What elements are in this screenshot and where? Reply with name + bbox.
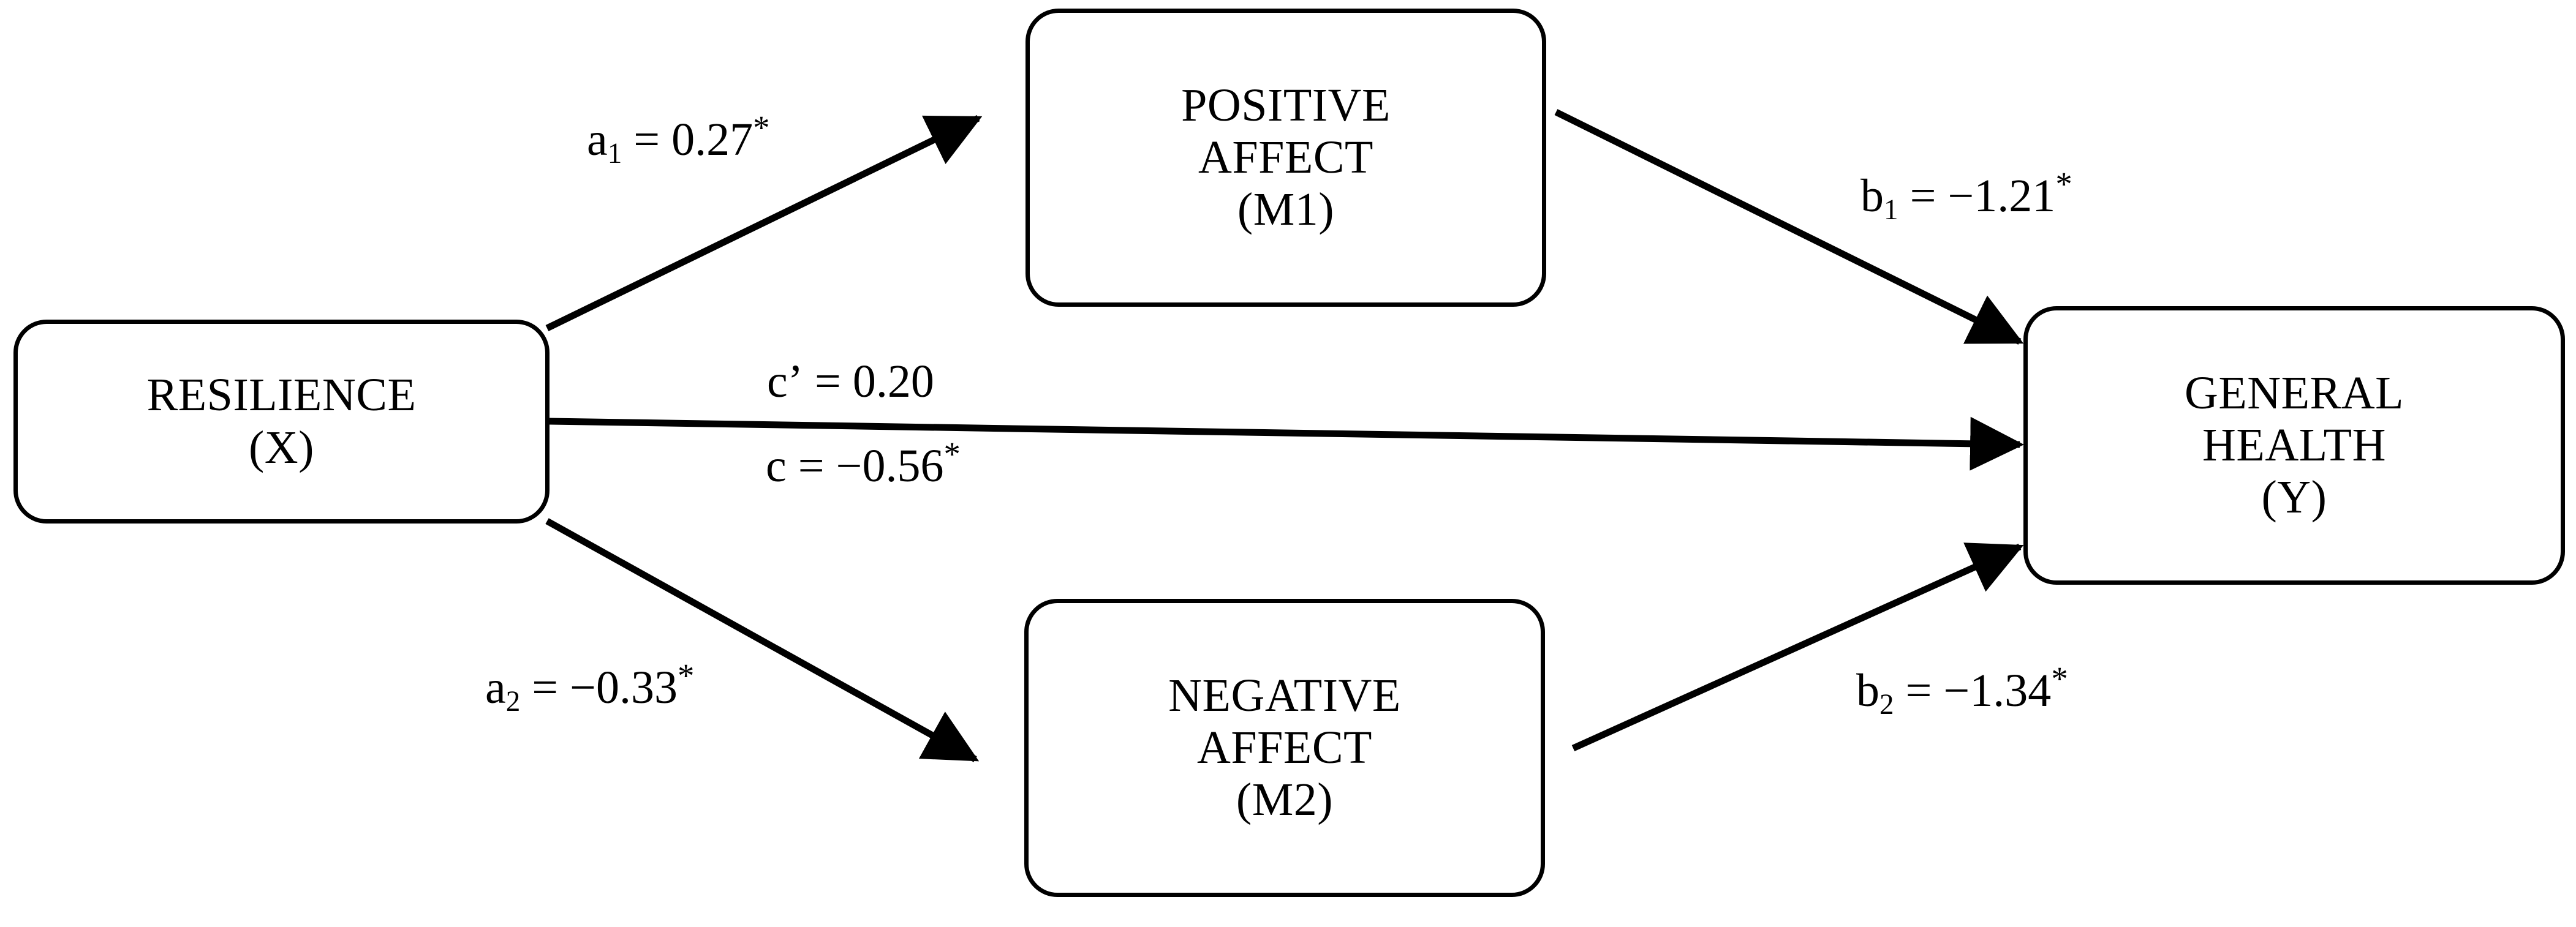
node-negative-affect-title-line1: NEGATIVE [1168, 669, 1401, 721]
path-label-a2-coefficient: a [485, 662, 506, 713]
node-general-health-symbol: (Y) [2261, 471, 2327, 524]
node-general-health[interactable]: GENERAL HEALTH (Y) [2023, 306, 2565, 585]
path-arrow-direct [549, 416, 2025, 471]
path-label-b1: b1 = −1.21* [1860, 167, 2072, 225]
path-label-b2-subscript: 2 [1879, 689, 1894, 721]
node-positive-affect-title-line1: POSITIVE [1181, 79, 1391, 131]
path-label-a1-coefficient: a [587, 114, 608, 165]
node-resilience-symbol: (X) [248, 421, 314, 473]
path-label-b2-significance: * [2051, 659, 2068, 697]
path-label-a1-subscript: 1 [607, 138, 622, 170]
node-general-health-title-line2: HEALTH [2202, 419, 2386, 471]
path-label-b2-value: −1.34 [1943, 665, 2052, 716]
node-positive-affect[interactable]: POSITIVE AFFECT (M1) [1025, 9, 1546, 307]
path-arrow-a1 [545, 115, 983, 331]
path-label-c: c = −0.56* [766, 437, 961, 492]
path-label-c-prime-coefficient: c’ [767, 356, 804, 407]
path-label-b1-significance: * [2055, 165, 2072, 203]
node-positive-affect-symbol: (M1) [1237, 184, 1335, 236]
path-label-c-significance: * [943, 435, 961, 473]
path-arrow-b2 [1571, 542, 2024, 752]
node-resilience-title: RESILIENCE [146, 369, 417, 421]
path-arrow-a2 [545, 518, 980, 762]
path-label-b1-equals: = [1898, 170, 1948, 222]
path-label-b1-coefficient: b [1860, 170, 1884, 222]
path-label-c-prime-value: 0.20 [852, 356, 934, 407]
path-label-c-equals: = [786, 440, 836, 492]
node-negative-affect-symbol: (M2) [1236, 774, 1334, 826]
path-label-a1-value: 0.27 [671, 114, 754, 165]
path-label-c-prime-equals: = [803, 356, 853, 407]
path-label-c-value: −0.56 [836, 440, 944, 492]
path-label-a1-significance: * [753, 108, 770, 146]
path-label-c-coefficient: c [766, 440, 787, 492]
path-label-a2-significance: * [678, 656, 695, 694]
node-positive-affect-title-line2: AFFECT [1198, 131, 1373, 183]
path-label-b1-subscript: 1 [1884, 194, 1898, 227]
path-label-c-prime: c’ = 0.20 [767, 358, 934, 405]
path-label-a2-value: −0.33 [570, 662, 678, 713]
node-general-health-title-line1: GENERAL [2184, 367, 2404, 419]
node-resilience[interactable]: RESILIENCE (X) [13, 320, 550, 524]
path-label-a1-equals: = [622, 114, 672, 165]
path-label-b1-value: −1.21 [1947, 170, 2056, 222]
path-label-a2-equals: = [520, 662, 570, 713]
node-negative-affect-title-line2: AFFECT [1197, 721, 1372, 773]
path-arrow-b1 [1554, 109, 2024, 345]
path-label-b2-coefficient: b [1856, 665, 1879, 716]
path-label-b2-equals: = [1894, 665, 1944, 716]
path-label-a2: a2 = −0.33* [485, 659, 694, 716]
node-negative-affect[interactable]: NEGATIVE AFFECT (M2) [1024, 599, 1545, 897]
path-label-b2: b2 = −1.34* [1856, 662, 2068, 719]
path-label-a1: a1 = 0.27* [587, 111, 770, 168]
path-label-a2-subscript: 2 [505, 686, 521, 718]
